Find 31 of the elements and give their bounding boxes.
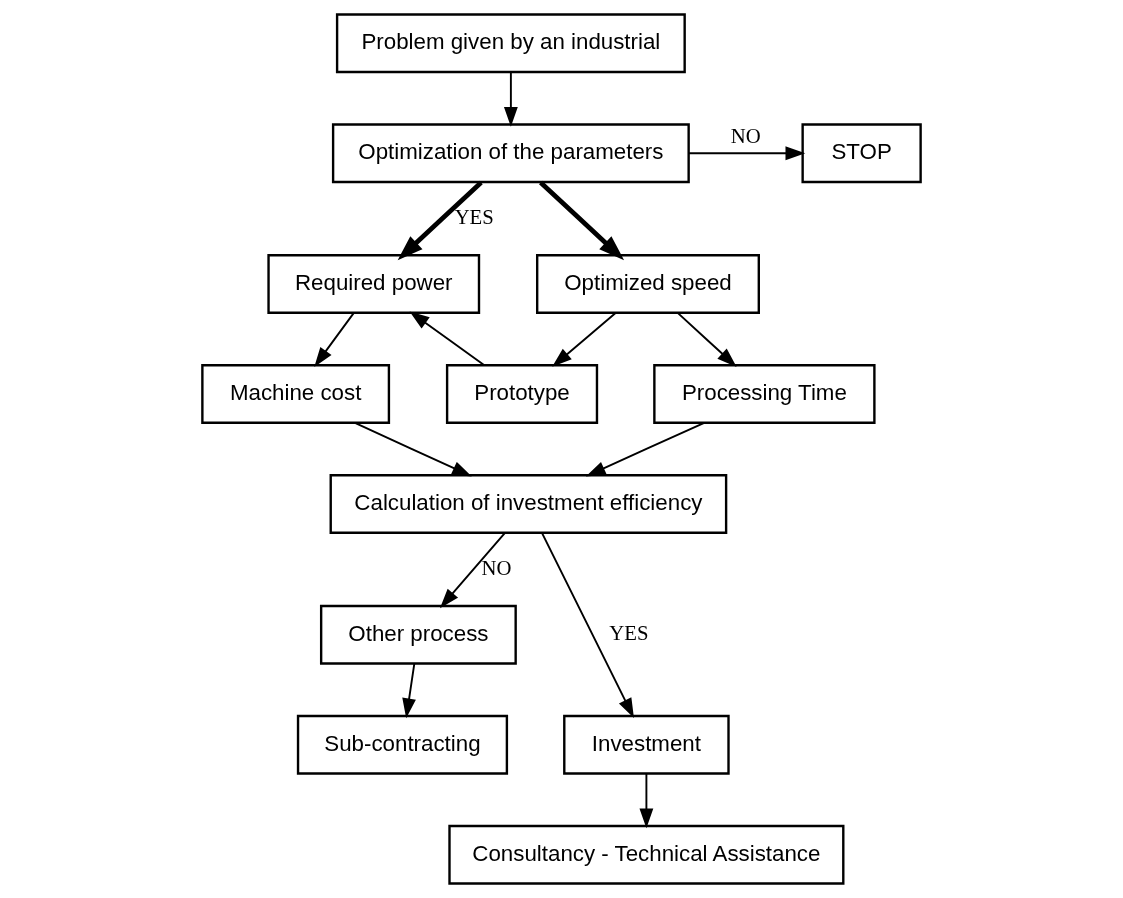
node-box: Sub-contracting <box>296 714 509 775</box>
node-box: Optimized speed <box>536 254 760 314</box>
node-box: Problem given by an industrial <box>335 13 686 74</box>
edge-label: YES <box>454 206 494 229</box>
edge-label: NO <box>730 124 761 147</box>
arrow <box>503 71 518 127</box>
arrow <box>402 662 416 719</box>
node-box: Required power <box>267 254 481 314</box>
node-box: Processing Time <box>653 364 876 424</box>
arrow <box>354 421 472 477</box>
edge-label: NO <box>481 556 512 579</box>
arrow <box>639 772 654 829</box>
arrow <box>677 312 737 367</box>
node-box: Optimization of the parameters <box>331 123 690 184</box>
arrow <box>687 146 806 161</box>
node-box: Other process <box>319 604 517 665</box>
node-box: Machine cost <box>201 364 391 424</box>
node-box: STOP <box>801 123 922 184</box>
node-box: Consultancy - Technical Assistance <box>448 824 845 885</box>
arrow <box>541 531 634 719</box>
arrow <box>439 532 506 609</box>
arrow <box>397 180 483 261</box>
arrow <box>409 311 485 366</box>
edge-label: YES <box>609 622 649 645</box>
arrow <box>314 312 355 367</box>
arrow <box>552 312 617 367</box>
node-box: Calculation of investment efficiency <box>329 474 728 534</box>
arrow <box>539 180 625 261</box>
arrow <box>585 421 706 477</box>
node-box: Investment <box>563 714 730 775</box>
node-box: Prototype <box>445 364 599 424</box>
